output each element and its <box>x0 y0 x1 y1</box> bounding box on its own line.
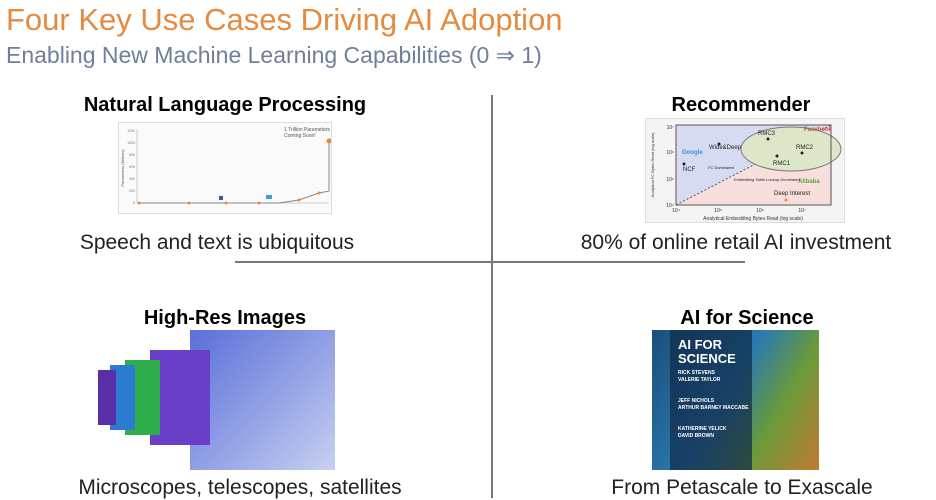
high-res-heading: High-Res Images <box>143 307 307 329</box>
rec-ytick: 10⁶ <box>666 150 674 156</box>
nlp-heading: Natural Language Processing <box>83 94 367 116</box>
horizontal-divider <box>235 261 745 263</box>
slide-title: Four Key Use Cases Driving AI Adoption <box>6 2 563 37</box>
nlp-ytick: 800 <box>129 153 135 157</box>
nlp-parameters-chart: 0 200 400 600 800 1000 1200 Parameters (… <box>118 122 332 214</box>
cover-name: ARTHUR BARNEY MACCABE <box>678 405 749 411</box>
label-deep-interest: Deep Interest <box>774 191 810 197</box>
cover-title: AI FOR SCIENCE <box>678 337 736 366</box>
nlp-ytick: 600 <box>129 165 135 169</box>
label-rmc2: RMC2 <box>796 145 814 151</box>
nlp-ytick: 1000 <box>127 141 135 145</box>
rec-xtick: 10⁴ <box>672 208 680 214</box>
nlp-ylabel: Parameters (Billions) <box>120 149 125 187</box>
label-facebook: Facebook <box>804 127 833 133</box>
nlp-ytick: 0 <box>133 201 135 205</box>
ai-science-caption: From Petascale to Exascale <box>611 476 873 499</box>
rec-ytick: 10⁷ <box>667 125 675 131</box>
cover-name: RICK STEVENS <box>678 370 715 376</box>
high-res-images-stack <box>90 330 335 470</box>
recommender-chart: RMC3 RMC2 RMC1 Wide&Deep NCF Deep Intere… <box>645 118 845 223</box>
high-res-caption: Microscopes, telescopes, satellites <box>78 476 402 499</box>
rec-xlabel: Analytical Embedding Bytes Read (log sca… <box>703 216 803 222</box>
rec-xtick: 10⁷ <box>798 208 806 214</box>
label-google: Google <box>682 150 703 156</box>
nlp-caption: Speech and text is ubiquitous <box>79 231 355 254</box>
label-ncf: NCF <box>683 167 696 173</box>
cover-name: KATHERINE YELICK <box>678 426 727 432</box>
ai-science-heading: AI for Science <box>680 307 814 329</box>
cover-name: DAVID BROWN <box>678 433 715 439</box>
rec-xtick: 10⁶ <box>756 208 764 214</box>
recommender-heading: Recommender <box>671 94 811 116</box>
cover-name: JEFF NICHOLS <box>678 398 715 404</box>
slide-subtitle: Enabling New Machine Learning Capabiliti… <box>6 42 542 68</box>
nlp-chart-annotation: 1 Trillion Parameters Coming Soon! <box>284 127 330 139</box>
label-wide-deep: Wide&Deep <box>709 145 742 151</box>
cover-name: VALERIE TAYLOR <box>678 377 721 383</box>
rec-ytick: 10⁵ <box>666 177 674 183</box>
nlp-ytick: 200 <box>129 189 135 193</box>
label-rmc1: RMC1 <box>773 161 791 167</box>
vertical-divider <box>491 95 493 498</box>
rec-ytick: 10⁴ <box>666 203 674 209</box>
label-rmc3: RMC3 <box>758 131 776 137</box>
label-alibaba: Alibaba <box>798 179 820 185</box>
label-fc-dominated: FC Dominated <box>708 165 735 170</box>
label-embedding-dominated: Embedding Table Lookup Dominated <box>734 177 800 182</box>
rec-ylabel: Analytical FC Bytes Read (log scale) <box>650 132 655 198</box>
rec-xtick: 10⁵ <box>714 208 722 214</box>
nlp-ytick: 400 <box>129 177 135 181</box>
nlp-ytick: 1200 <box>127 129 135 133</box>
recommender-caption: 80% of online retail AI investment <box>580 231 892 254</box>
